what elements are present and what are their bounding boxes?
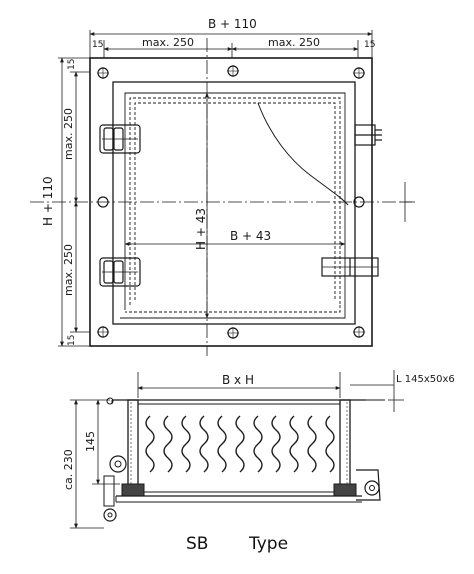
bolt-holes <box>97 65 365 339</box>
hinge-pin <box>103 508 117 522</box>
label-half-right: max. 250 <box>268 36 320 49</box>
casing-lines <box>120 92 346 319</box>
label-inner-height: H + 43 <box>194 208 208 250</box>
top-dimensions <box>58 30 412 347</box>
blade-pattern <box>145 415 335 473</box>
label-half-top: max. 250 <box>62 108 75 160</box>
blade-curve <box>257 102 349 206</box>
right-wall <box>339 399 351 493</box>
top-view <box>30 38 415 356</box>
latch-upper <box>354 124 382 146</box>
label-angle-profile: L 145x50x6 <box>396 374 455 385</box>
caption-code: SB <box>186 534 209 554</box>
hinge-lower <box>99 257 141 287</box>
bolt-hole <box>97 196 109 208</box>
label-edge-bottom: 15 <box>67 335 77 346</box>
bottom-seal-right <box>333 483 357 497</box>
label-half-left: max. 250 <box>142 36 194 49</box>
label-half-bottom: max. 250 <box>62 244 75 296</box>
section-view <box>103 397 385 522</box>
bottom-seal-left <box>121 483 145 497</box>
hinge-upper <box>99 124 141 154</box>
section-dimensions <box>70 370 404 529</box>
label-overall-width: B + 110 <box>208 17 257 31</box>
label-overall-height: H + 110 <box>41 176 55 226</box>
label-total-height: ca. 230 <box>62 449 75 490</box>
dimension-labels: B + 110 15 15 max. 250 max. 250 H + 110 … <box>41 17 455 490</box>
left-wall <box>127 399 139 493</box>
inner-frame <box>112 81 356 325</box>
label-inner-width: B + 43 <box>230 229 271 243</box>
label-edge-top: 15 <box>67 59 77 70</box>
latch-housing <box>356 469 381 501</box>
caption-type: Type <box>249 534 289 554</box>
label-edge-left: 15 <box>92 40 103 50</box>
latch-lower <box>321 257 379 277</box>
label-frame-height: 145 <box>84 431 97 452</box>
hinge-barrel <box>109 455 127 473</box>
label-opening: B x H <box>222 373 254 387</box>
label-edge-right: 15 <box>364 40 375 50</box>
bolt-hole <box>353 196 365 208</box>
